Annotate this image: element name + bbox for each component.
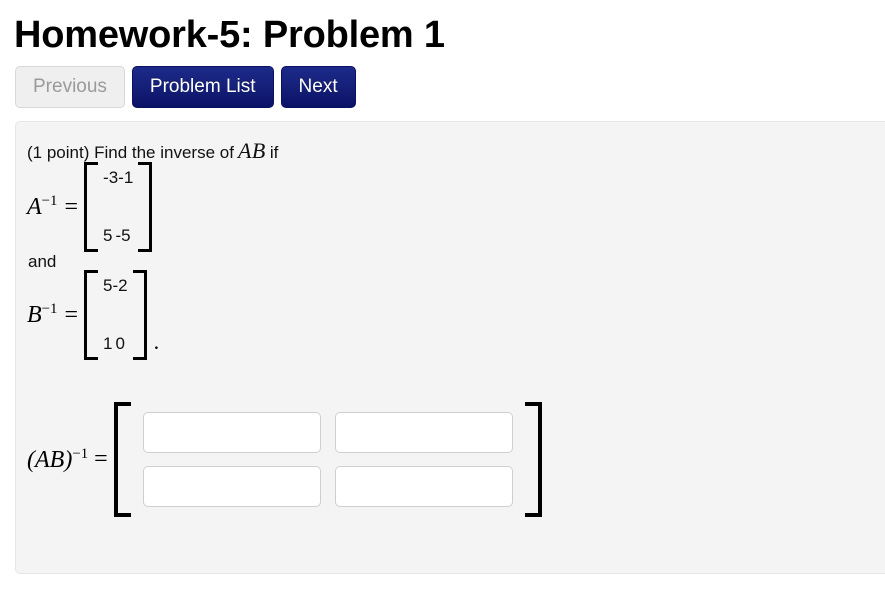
- a-inverse-label: A−1: [27, 193, 61, 221]
- matrix-row: -3-1: [103, 169, 133, 188]
- a-inverse-equation: A−1 = -3-1 5-5: [27, 162, 885, 253]
- matrix-cell: -2: [112, 276, 128, 296]
- a-label-letter: A: [27, 194, 42, 221]
- right-bracket-icon: [138, 162, 153, 253]
- problem-nav-toolbar: Previous Problem List Next: [0, 54, 885, 108]
- answer-equals-sign: =: [94, 446, 108, 473]
- matrix-cell: 5: [103, 225, 113, 245]
- b-inverse-label: B−1: [27, 301, 61, 329]
- answer-paren-open: (: [27, 446, 35, 473]
- answer-input-r1c0[interactable]: [142, 466, 321, 508]
- right-bracket-icon: [132, 270, 147, 361]
- b-exponent: −1: [41, 301, 58, 318]
- left-bracket-icon: [84, 270, 99, 361]
- a-matrix-body: -3-1 5-5: [98, 162, 138, 252]
- matrix-row: 5-2: [103, 277, 128, 296]
- left-bracket-icon: [84, 162, 99, 253]
- answer-matrix: [113, 402, 542, 518]
- a-equals-sign: =: [64, 193, 79, 220]
- answer-input-r1c1[interactable]: [334, 466, 513, 508]
- matrix-cell: -1: [118, 168, 134, 188]
- matrix-cell: -3: [103, 168, 119, 188]
- answer-label-vars: AB: [35, 446, 65, 473]
- matrix-cell: 1: [103, 333, 113, 353]
- answer-equation: (AB)−1 =: [27, 402, 885, 518]
- answer-exponent: −1: [72, 445, 89, 462]
- matrix-cell: -5: [115, 225, 131, 245]
- left-bracket-icon: [113, 402, 131, 518]
- page-title: Homework-5: Problem 1: [14, 14, 445, 56]
- matrix-cell: 5: [103, 276, 113, 296]
- problem-panel: (1 point) Find the inverse of AB if A−1 …: [15, 121, 885, 574]
- prompt-tail-text: if: [269, 143, 279, 162]
- answer-label: (AB)−1: [27, 446, 90, 474]
- conjunction-text: and: [28, 252, 57, 272]
- answer-input-r0c1[interactable]: [334, 412, 513, 454]
- right-bracket-icon: [524, 402, 542, 518]
- b-label-letter: B: [27, 302, 42, 329]
- matrix-cell: 0: [115, 333, 125, 353]
- problem-prompt: (1 point) Find the inverse of AB if: [27, 138, 885, 164]
- answer-paren-close: ): [64, 446, 73, 473]
- matrix-row: 5-5: [103, 225, 133, 246]
- prompt-math-ab: AB: [237, 138, 266, 163]
- answer-input-r0c0[interactable]: [142, 412, 321, 454]
- previous-button[interactable]: Previous: [15, 66, 125, 108]
- b-equals-sign: =: [64, 301, 79, 328]
- a-exponent: −1: [41, 193, 58, 210]
- trailing-period: .: [153, 329, 160, 355]
- problem-list-button[interactable]: Problem List: [131, 66, 274, 108]
- answer-input-grid: [131, 402, 525, 517]
- next-button[interactable]: Next: [280, 66, 356, 108]
- a-inverse-matrix: -3-1 5-5: [84, 162, 153, 253]
- problem-points-text: (1 point) Find the inverse of: [27, 143, 234, 162]
